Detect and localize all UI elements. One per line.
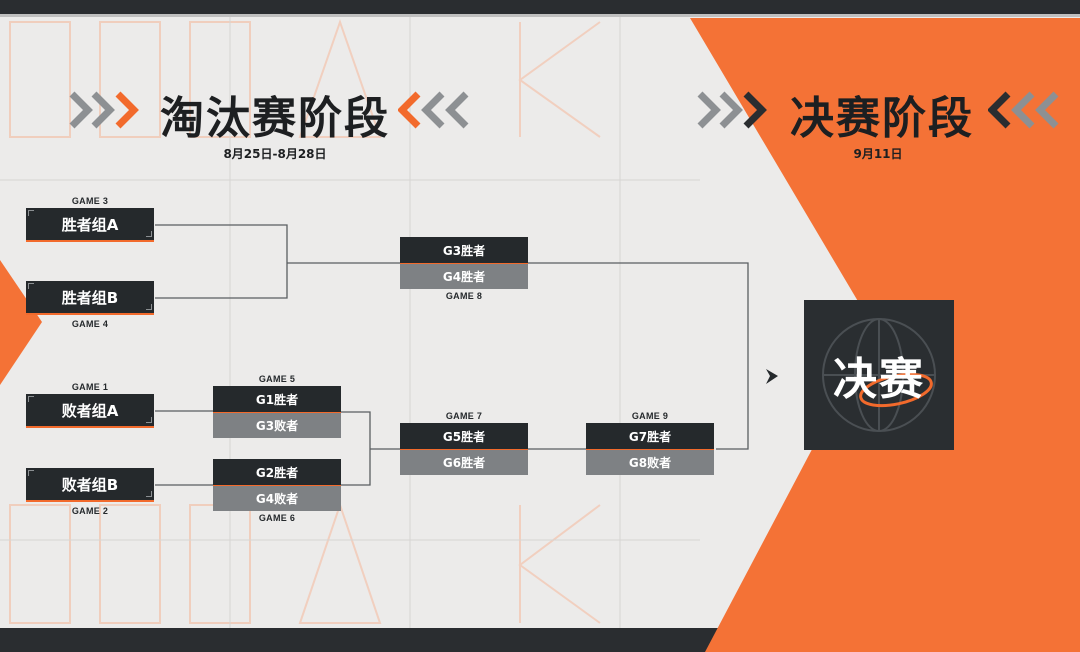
connector-losers bbox=[341, 411, 371, 486]
final-arrow-icon bbox=[766, 369, 778, 384]
game8-top: G3胜者 bbox=[400, 237, 528, 263]
game-label: GAME 7 bbox=[445, 411, 483, 421]
winners-a-box: 胜者组A bbox=[26, 208, 154, 242]
game-label: GAME 2 bbox=[71, 506, 109, 516]
grid-lines bbox=[0, 17, 700, 628]
game7-bottom: G6胜者 bbox=[400, 449, 528, 475]
game8-bottom: G4胜者 bbox=[400, 263, 528, 289]
bracket-connectors bbox=[155, 224, 749, 486]
chevron-right-icon bbox=[69, 91, 139, 129]
game6-bottom: G4败者 bbox=[213, 485, 341, 511]
chevron-left-icon bbox=[988, 91, 1059, 129]
losers-a-box: 败者组A bbox=[26, 394, 154, 428]
game-label: GAME 8 bbox=[445, 291, 483, 301]
game-label: GAME 3 bbox=[71, 196, 109, 206]
top-band bbox=[0, 0, 1080, 14]
game-label: GAME 1 bbox=[71, 382, 109, 392]
elimination-date: 8月25日-8月28日 bbox=[223, 147, 327, 161]
game9-bottom: G8败者 bbox=[586, 449, 714, 475]
elimination-title: 淘汰赛阶段 bbox=[160, 93, 390, 144]
game6-match: G2胜者 G4败者 bbox=[213, 459, 341, 511]
game-label: GAME 4 bbox=[71, 319, 109, 329]
losers-b-box: 败者组B bbox=[26, 468, 154, 502]
globe-icon bbox=[822, 318, 936, 432]
game-label: GAME 6 bbox=[258, 513, 296, 523]
finals-date: 9月11日 bbox=[853, 147, 903, 161]
game-label: GAME 5 bbox=[258, 374, 296, 384]
chevron-left-icon bbox=[398, 91, 469, 129]
winners-b-box: 胜者组B bbox=[26, 281, 154, 315]
finals-title: 决赛阶段 bbox=[790, 93, 974, 144]
final-label: 决赛 bbox=[833, 354, 925, 405]
game7-match: G5胜者 G6胜者 bbox=[400, 423, 528, 475]
final-box: 决赛 bbox=[804, 300, 954, 450]
game9-top: G7胜者 bbox=[586, 423, 714, 449]
connector-game8-final bbox=[528, 262, 749, 450]
chevron-right-icon bbox=[697, 91, 767, 129]
game8-match: G3胜者 G4胜者 bbox=[400, 237, 528, 289]
game-label: GAME 9 bbox=[631, 411, 669, 421]
game7-top: G5胜者 bbox=[400, 423, 528, 449]
game9-match: G7胜者 G8败者 bbox=[586, 423, 714, 475]
watermark-outline bbox=[9, 18, 601, 624]
connector-winners bbox=[155, 224, 288, 299]
game5-match: G1胜者 G3败者 bbox=[213, 386, 341, 438]
game5-top: G1胜者 bbox=[213, 386, 341, 412]
orange-shape-left bbox=[0, 260, 42, 385]
game6-top: G2胜者 bbox=[213, 459, 341, 485]
game5-bottom: G3败者 bbox=[213, 412, 341, 438]
